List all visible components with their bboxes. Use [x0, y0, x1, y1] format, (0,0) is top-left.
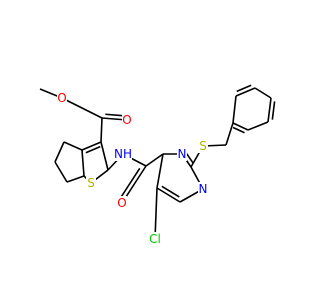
double-bond-3: [185, 152, 194, 164]
atom-Cl: Cl: [149, 232, 161, 246]
atom-label-backing: [117, 196, 127, 210]
bond-2: [54, 161, 68, 183]
bond-28: [235, 87, 256, 97]
bond-23: [154, 187, 158, 240]
double-bond-6: [271, 101, 276, 120]
atom-label-backing: [114, 147, 132, 161]
atom-N_pyrimidine_1: N: [199, 182, 208, 196]
atom-label-backing: [198, 139, 208, 153]
bond-layer: [39, 84, 276, 240]
atom-NH_amide: NH: [114, 147, 132, 161]
bond-3: [66, 175, 85, 183]
atom-label-backing: [146, 232, 164, 246]
bond-31: [247, 121, 269, 131]
bond-16: [145, 153, 164, 167]
atom-O_carbonyl_ester: O: [122, 113, 131, 127]
atom-O_ether_ester: O: [57, 91, 66, 105]
bond-4: [81, 149, 85, 177]
bond-11: [61, 97, 103, 119]
molecule-structure-diagram: O O S NH O N N S Cl: [39, 84, 276, 246]
double-bond-5: [236, 84, 252, 93]
atom-label-backing: [86, 176, 96, 190]
atom-label-backing: [57, 91, 67, 105]
bond-9: [100, 117, 103, 143]
bond-8: [100, 141, 109, 171]
atom-label-backing: [198, 182, 208, 196]
atom-O_amide: O: [117, 196, 126, 210]
double-bond-7: [232, 126, 245, 134]
double-bond-4: [161, 185, 180, 198]
bond-29: [254, 87, 272, 99]
bond-32: [232, 122, 249, 131]
bond-0: [63, 141, 83, 151]
bond-26: [225, 122, 234, 146]
bond-5: [81, 141, 102, 151]
bond-30: [267, 97, 272, 123]
atom-label-backing: [177, 147, 187, 161]
atom-S_thioether: S: [199, 139, 207, 153]
double-bond-2: [120, 167, 141, 197]
double-bond-1: [105, 113, 125, 117]
double-bond-0: [85, 145, 101, 154]
bond-21: [156, 187, 181, 203]
bond-22: [156, 153, 164, 189]
atom-N_pyrimidine_3: N: [178, 147, 187, 161]
atom-S_thiophene: S: [87, 176, 95, 190]
bond-27: [232, 95, 237, 124]
atom-label-backing: [122, 113, 132, 127]
atom-label-layer: O O S NH O N N S Cl: [57, 91, 208, 246]
bond-1: [54, 141, 65, 163]
